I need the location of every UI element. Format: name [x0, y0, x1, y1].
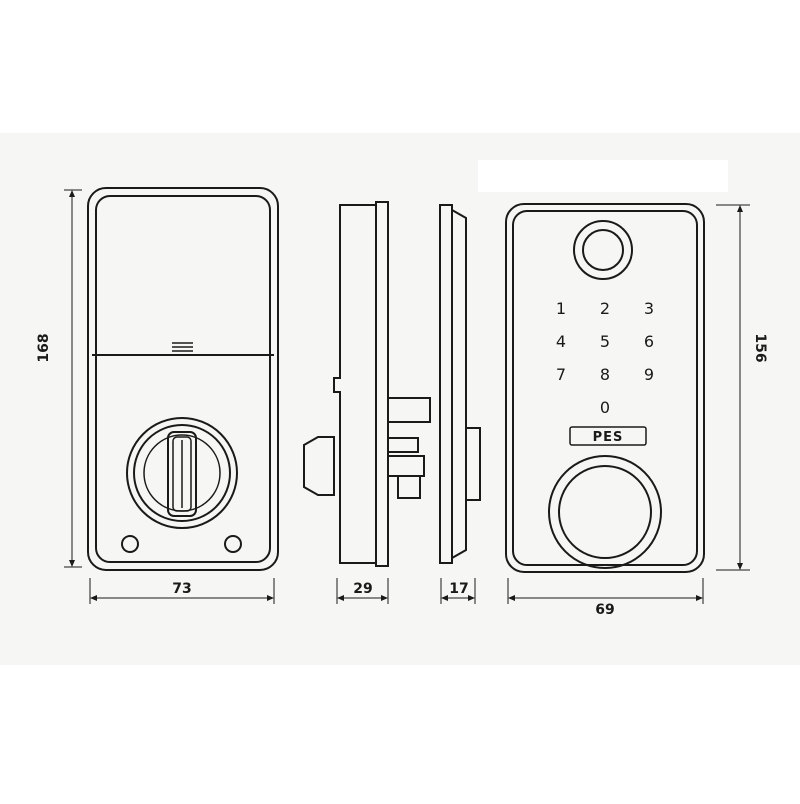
side-spindle-upper: [387, 437, 419, 453]
dim-label-front-depth: 17: [449, 581, 468, 597]
side-latch-bolt: [387, 397, 431, 423]
label-blank-area: [478, 160, 728, 192]
battery-cover-latch-icon: [172, 342, 193, 352]
dimension-arrowhead: [69, 560, 75, 567]
side-thumbturn-knob: [303, 436, 335, 496]
back-view: [87, 187, 279, 571]
front-inner-shell: [512, 210, 698, 566]
side-view-body: [303, 201, 431, 567]
dimension-lines: [64, 189, 750, 604]
keypad-key-0: 0: [600, 398, 610, 417]
dim-label-keypad-width: 69: [595, 602, 614, 618]
dimension-arrowhead: [381, 595, 388, 601]
thumbturn-icon: [126, 417, 238, 529]
dimension-arrowhead: [69, 190, 75, 197]
fingerprint-sensor-icon: [573, 220, 633, 280]
key-cylinder-icon: [548, 455, 662, 569]
side-front-cylinder: [465, 427, 481, 501]
keypad-key-1: 1: [556, 299, 566, 318]
dimension-arrowhead: [508, 595, 515, 601]
dim-label-body-depth: 29: [353, 581, 372, 597]
dimension-arrowheads: [69, 190, 743, 601]
brand-label: PES: [593, 430, 624, 445]
dimension-arrowhead: [468, 595, 475, 601]
dim-label-keypad-height: 156: [752, 333, 768, 362]
keypad-key-6: 6: [644, 332, 654, 351]
side-spindle-tail: [397, 475, 421, 499]
dim-label-back-width: 73: [172, 581, 191, 597]
front-outer-shell: [505, 203, 705, 573]
dim-label-back-height: 168: [36, 333, 52, 362]
dimension-arrowhead: [737, 205, 743, 212]
keypad-key-4: 4: [556, 332, 566, 351]
keypad-key-3: 3: [644, 299, 654, 318]
keypad-key-9: 9: [644, 365, 654, 384]
keypad-key-7: 7: [556, 365, 566, 384]
back-outer-shell: [87, 187, 279, 571]
keypad-key-2: 2: [600, 299, 610, 318]
screw-hole-right-icon: [224, 535, 242, 553]
dimension-arrowhead: [337, 595, 344, 601]
dimension-arrowhead: [90, 595, 97, 601]
keypad-key-8: 8: [600, 365, 610, 384]
brand-badge: [569, 426, 647, 446]
side-body-rim: [375, 201, 389, 567]
screw-hole-left-icon: [121, 535, 139, 553]
front-view: 1 2 3 4 5 6 7 8 9 0: [505, 203, 705, 573]
keypad-key-5: 5: [600, 332, 610, 351]
side-view-front: [439, 204, 481, 564]
back-inner-shell: [95, 195, 271, 563]
side-front-body: [451, 208, 467, 560]
dimension-arrowhead: [441, 595, 448, 601]
dimension-arrowhead: [696, 595, 703, 601]
dimension-arrowhead: [737, 563, 743, 570]
keypad: 1 2 3 4 5 6 7 8 9 0: [556, 299, 654, 417]
dimension-arrowhead: [267, 595, 274, 601]
